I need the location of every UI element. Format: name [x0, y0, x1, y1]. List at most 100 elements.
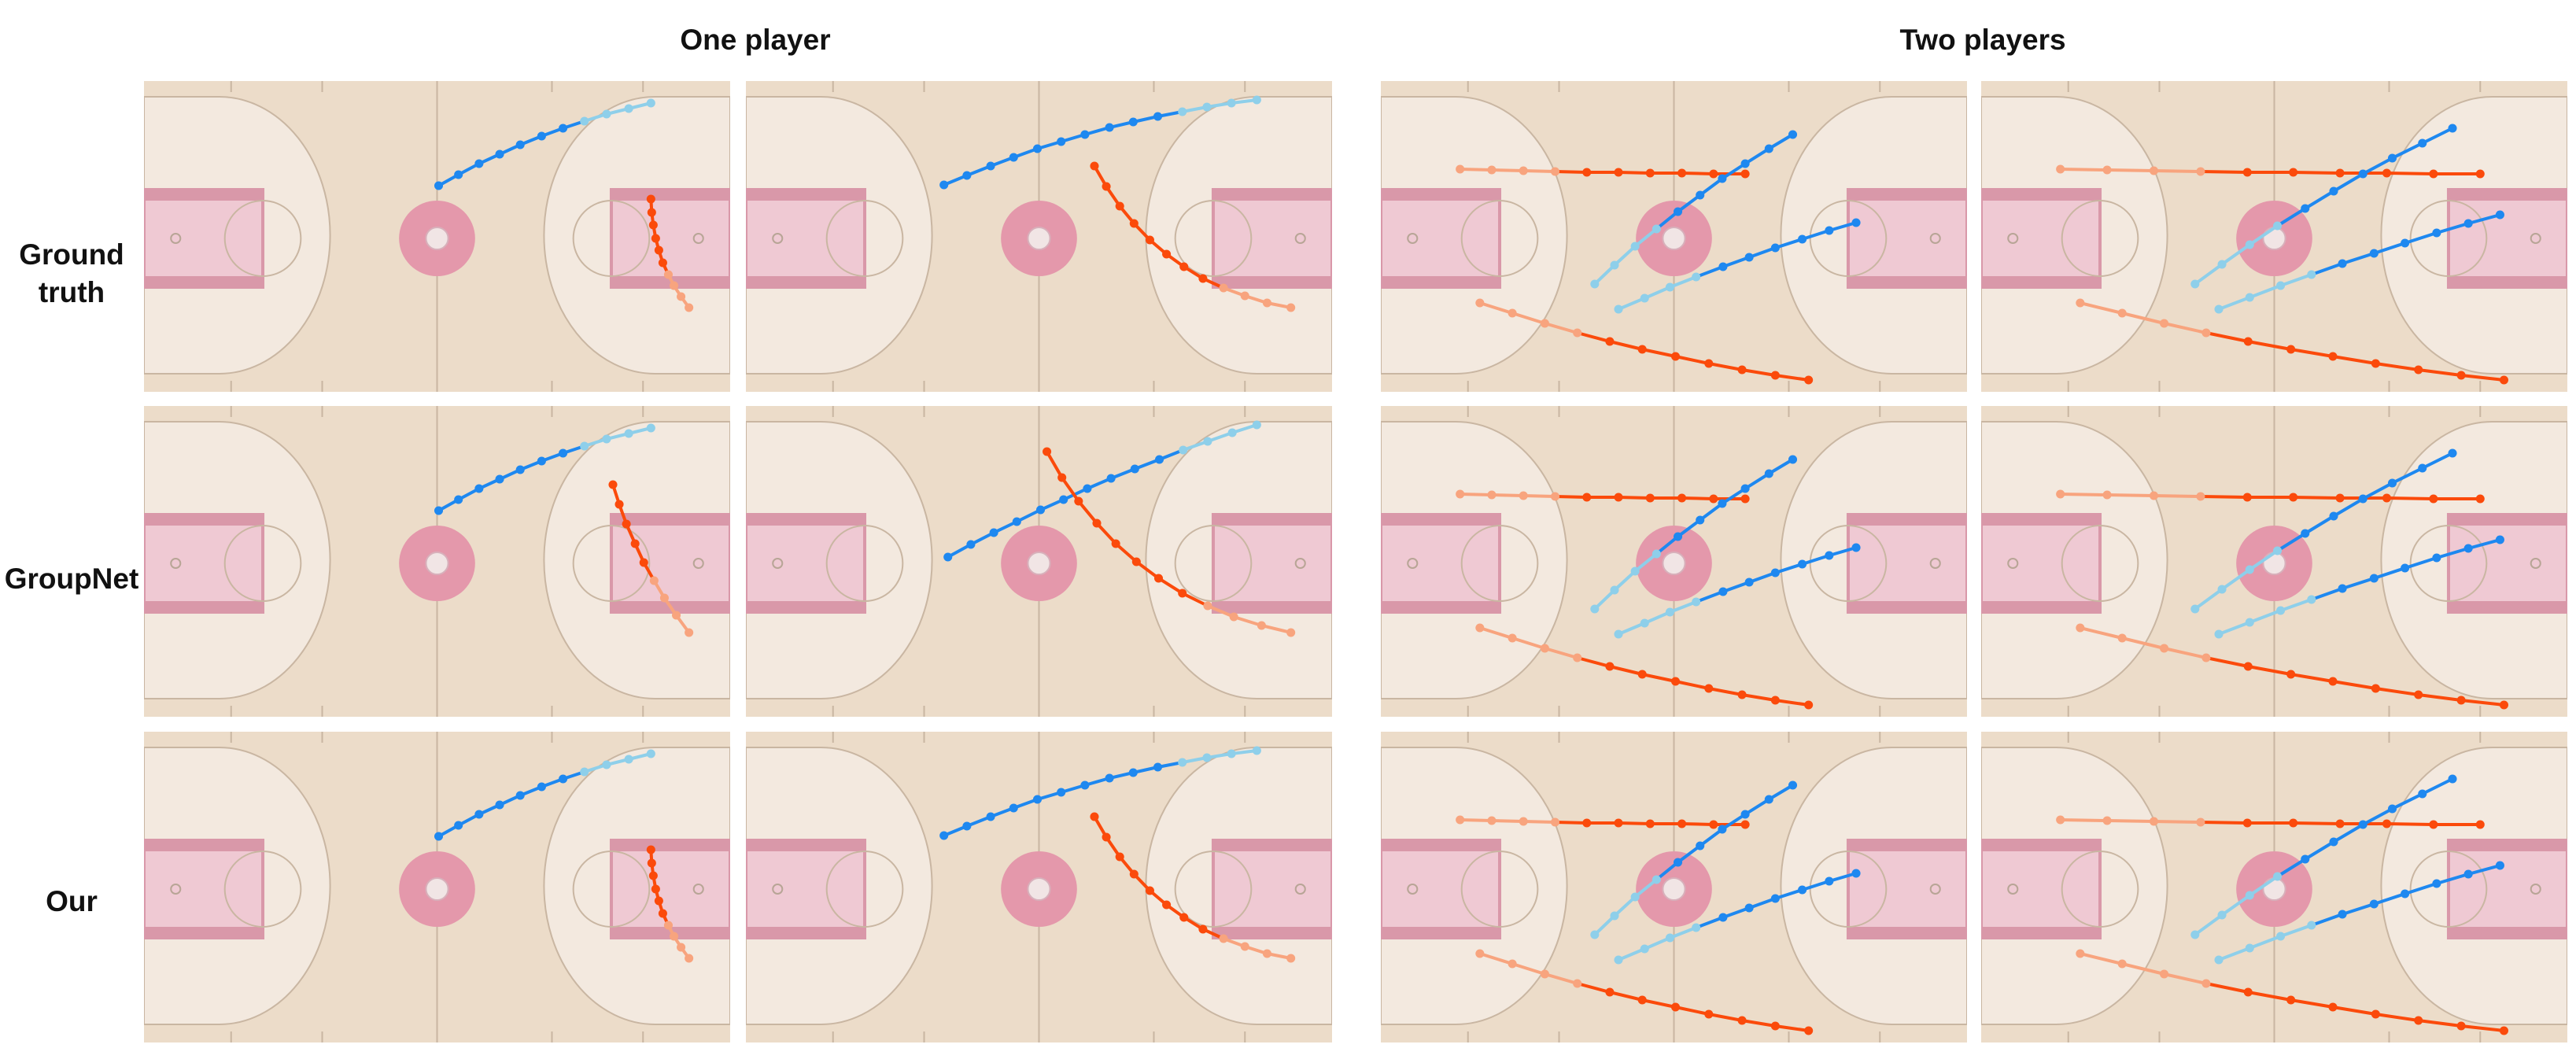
- right-paint-band: [1212, 515, 1332, 526]
- future-point: [2286, 670, 2296, 679]
- basketball-court: [1381, 406, 1967, 717]
- past-point: [1640, 293, 1649, 303]
- past-path: [1181, 423, 1259, 452]
- future-point: [1080, 130, 1090, 139]
- past-path: [2078, 952, 2208, 985]
- court-plot: [746, 406, 1332, 717]
- future-point: [1696, 190, 1705, 200]
- future-point: [1162, 900, 1172, 910]
- future-point: [2335, 819, 2345, 828]
- future-point: [1788, 780, 1798, 790]
- future-point: [1057, 137, 1066, 146]
- future-point: [1704, 684, 1714, 693]
- future-point: [1105, 123, 1114, 132]
- future-point: [2382, 168, 2391, 178]
- past-point: [2076, 298, 2085, 308]
- past-point: [1487, 165, 1497, 175]
- player-orange-trajectory: [1043, 447, 1296, 637]
- left-hoop: [1407, 884, 1419, 895]
- past-point: [2276, 932, 2286, 941]
- past-point: [1487, 816, 1497, 825]
- future-point: [1825, 551, 1834, 560]
- future-point: [2418, 789, 2427, 799]
- future-point: [2495, 535, 2504, 544]
- past-path: [1617, 600, 1698, 636]
- past-point: [2307, 595, 2316, 604]
- defender-top-trajectory: [2056, 815, 2485, 829]
- future-point: [2301, 854, 2310, 864]
- future-point: [2289, 493, 2298, 502]
- future-point: [2243, 337, 2253, 346]
- past-point: [1692, 597, 1701, 607]
- attacker-two-trajectory: [1614, 869, 1861, 965]
- basketball-court: [1981, 81, 2567, 392]
- future-point: [1106, 474, 1116, 483]
- past-point: [2076, 623, 2085, 633]
- left-paint-band: [1381, 190, 1500, 201]
- future-point: [1798, 234, 1807, 244]
- future-point: [1825, 226, 1834, 235]
- future-point: [939, 180, 949, 190]
- future-point: [2243, 662, 2253, 671]
- right-hoop: [2530, 884, 2541, 895]
- past-point: [1240, 291, 1249, 301]
- past-point: [1665, 607, 1675, 617]
- court-panel: [1981, 732, 2567, 1042]
- future-point: [454, 170, 463, 179]
- past-path: [1592, 552, 1659, 611]
- future-point: [2401, 563, 2410, 573]
- future-point: [1718, 262, 1728, 271]
- future-point: [474, 810, 484, 819]
- past-point: [1178, 758, 1187, 767]
- future-point: [1090, 812, 1099, 821]
- right-free-throw-circle: [2409, 200, 2488, 277]
- future-point: [1718, 499, 1727, 508]
- right-hoop: [2530, 233, 2541, 244]
- past-point: [2076, 949, 2085, 958]
- future-point: [614, 500, 624, 509]
- past-point: [1573, 653, 1582, 662]
- center-dot: [1027, 552, 1051, 575]
- left-paint-band: [144, 601, 264, 612]
- future-point: [1637, 345, 1647, 354]
- future-point: [1153, 112, 1163, 121]
- future-point: [1740, 484, 1750, 493]
- past-point: [2117, 308, 2127, 318]
- basketball-court: [746, 732, 1332, 1042]
- future-point: [1764, 469, 1773, 478]
- future-point: [1057, 473, 1067, 482]
- right-free-throw-circle: [1809, 525, 1888, 602]
- right-paint-band: [2448, 601, 2567, 612]
- future-point: [1032, 144, 1043, 153]
- row-label-our: Our: [46, 885, 98, 917]
- future-point: [1764, 144, 1773, 153]
- future-point: [1179, 262, 1189, 271]
- past-path: [1617, 275, 1698, 311]
- past-point: [2245, 565, 2254, 574]
- future-point: [2401, 238, 2410, 248]
- future-point: [495, 800, 504, 810]
- past-point: [1519, 166, 1528, 175]
- future-point: [1718, 587, 1728, 596]
- future-point: [2448, 448, 2457, 458]
- past-path: [1458, 818, 1557, 824]
- past-point: [1590, 279, 1600, 289]
- future-path: [2204, 656, 2506, 707]
- future-point: [2371, 684, 2380, 693]
- future-point: [1057, 788, 1066, 797]
- future-point: [1673, 207, 1683, 216]
- past-point: [2160, 319, 2169, 328]
- future-point: [647, 208, 656, 217]
- past-point: [1262, 949, 1271, 958]
- future-point: [2429, 820, 2438, 829]
- past-point: [580, 441, 589, 451]
- right-free-throw-circle: [572, 525, 651, 602]
- left-hoop: [772, 884, 784, 895]
- center-dot: [1662, 227, 1686, 250]
- future-point: [651, 884, 660, 894]
- left-free-throw-circle: [223, 851, 302, 928]
- future-point: [1740, 159, 1750, 168]
- past-point: [2056, 489, 2065, 499]
- past-point: [2245, 240, 2254, 249]
- future-point: [1804, 1026, 1814, 1035]
